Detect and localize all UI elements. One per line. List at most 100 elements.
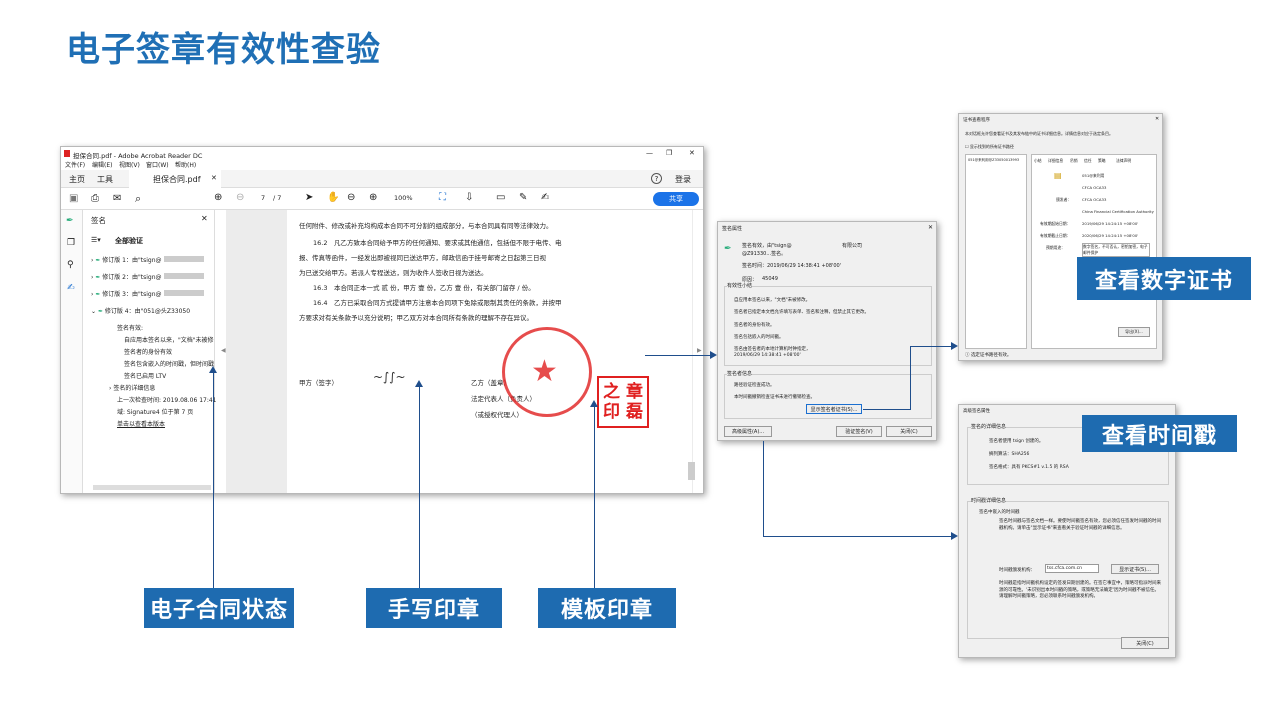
page-number[interactable]: 7	[261, 194, 266, 202]
sig-detail-heading: 签名的详细信息	[971, 423, 1007, 430]
login-link[interactable]: 登录	[675, 175, 691, 184]
collapse-panel-icon[interactable]: ◀	[221, 347, 226, 354]
page-down-icon[interactable]: ⊖	[236, 192, 245, 203]
cert-label: 查看数字证书	[1077, 257, 1251, 300]
tab-home[interactable]: 主页	[69, 175, 85, 184]
close-button[interactable]: 关闭(C)	[886, 426, 932, 437]
signature-panel-icon[interactable]: ✒	[66, 216, 74, 226]
verify-all-button[interactable]: 全部验证	[115, 237, 143, 245]
show-cert-button[interactable]: 显示签名者证书(S)...	[806, 404, 862, 414]
field-value: China Financial Certification Authority	[1082, 209, 1154, 214]
help-icon[interactable]: ?	[651, 173, 662, 184]
tab-trust[interactable]: 信任	[1084, 158, 1092, 163]
minimize-icon[interactable]: —	[646, 149, 653, 157]
select-tool-icon[interactable]: ➤	[305, 192, 314, 203]
zoom-in-icon[interactable]: ⊕	[369, 192, 378, 203]
sign-icon[interactable]: ✍	[541, 192, 550, 203]
timestamp-heading: 时间戳详细信息	[971, 497, 1007, 504]
summary-heading: 有效性小结	[727, 282, 753, 289]
issuer-label: 时间戳颁发机构：	[999, 568, 1035, 573]
certificate-icon: ▤	[1054, 171, 1062, 180]
acrobat-titlebar: 担保合同.pdf - Adobe Acrobat Reader DC — ❐ ✕	[61, 147, 703, 161]
handwrite-label: 手写印章	[366, 588, 502, 628]
cert-name: 051@来利用	[1082, 173, 1105, 178]
menu-view[interactable]: 视图(V)	[119, 162, 140, 169]
attachment-icon[interactable]: ⚲	[67, 260, 74, 270]
connector-line	[594, 406, 595, 588]
menu-edit[interactable]: 编辑(E)	[92, 162, 113, 169]
revision-item[interactable]: › ✒ 修订版 2：由"tsign@	[91, 272, 204, 281]
page-up-icon[interactable]: ⊕	[214, 192, 223, 203]
tab-close-icon[interactable]: ✕	[211, 174, 217, 182]
sig-detail: 签名者的身份有效	[124, 349, 173, 356]
tab-doc[interactable]	[129, 170, 221, 188]
revision-item[interactable]: ⌄ ✒ 修订版 4：由"051@头Z33050	[91, 308, 191, 315]
close-icon[interactable]: ✕	[1155, 116, 1160, 122]
connector-line	[645, 355, 711, 356]
tab-revocation[interactable]: 吊销	[1070, 158, 1078, 163]
sig-details-toggle[interactable]: › 签名的详细信息	[109, 385, 156, 392]
sig-detail: 签名已启用 LTV	[124, 373, 167, 380]
signatures-icon[interactable]: ✍	[67, 283, 75, 293]
close-icon[interactable]: ✕	[928, 224, 934, 231]
arrow-head	[951, 532, 958, 540]
close-icon[interactable]: ✕	[689, 149, 695, 157]
pages-icon[interactable]: ❐	[67, 238, 76, 248]
close-button[interactable]: 关闭(C)	[1121, 637, 1169, 649]
scroll-mode-icon[interactable]: ⇩	[465, 192, 474, 203]
panel-close-icon[interactable]: ✕	[201, 214, 208, 223]
comment-icon[interactable]: ▭	[496, 192, 506, 203]
mail-icon[interactable]: ✉	[113, 193, 122, 204]
tab-details[interactable]: 详细信息	[1048, 158, 1064, 163]
cert-path-item[interactable]: 051@来利用@Z33050013993	[968, 158, 1020, 162]
expand-right-icon[interactable]: ▶	[697, 347, 702, 354]
tab-policy[interactable]: 策略	[1098, 158, 1106, 163]
menu-window[interactable]: 窗口(W)	[146, 162, 169, 169]
revision-item[interactable]: › ✒ 修订版 3：由"tsign@	[91, 289, 204, 298]
revision-item[interactable]: › ✒ 修订版 1：由"tsign@	[91, 255, 204, 264]
doc-line: 报、传真等函件，一经发出即被视同已送达甲方，邮政信函于挂号邮寄之日起第三日视	[299, 254, 546, 262]
seal-star-icon: ★	[531, 354, 558, 389]
print-icon[interactable]: ⎙	[91, 193, 99, 204]
options-icon[interactable]: ☰▾	[91, 236, 101, 244]
hand-tool-icon[interactable]: ✋	[327, 192, 340, 203]
field-value: CFCA OCA33	[1082, 197, 1107, 202]
tab-tools[interactable]: 工具	[97, 175, 113, 184]
field-label: 预期用途：	[1046, 245, 1065, 250]
panel-scrollbar[interactable]	[93, 485, 211, 490]
sig-line: @Z91330...签名。	[742, 251, 787, 257]
save-icon[interactable]: ▣	[69, 193, 79, 204]
connector-line	[863, 409, 910, 410]
doc-line: 为已送交给甲方。若派人专程送达，则为收件人签收日视为送达。	[299, 269, 488, 277]
field-value: 数字签名，不可否认，密钥加密，电子邮件保护	[1082, 243, 1150, 257]
agent-label: （或授权代理人）	[471, 411, 523, 419]
zoom-search-icon[interactable]: ⌕	[135, 192, 142, 205]
advanced-props-button[interactable]: 高级属性(A)...	[724, 426, 772, 437]
connector-line	[213, 372, 214, 588]
dialog-title: 证书查看程序	[963, 118, 990, 123]
share-button[interactable]: 共享	[653, 192, 699, 206]
format-line: 签名格式：具有 PKCS#1 v.1.5 的 RSA	[989, 465, 1069, 470]
menu-file[interactable]: 文件(F)	[65, 162, 86, 169]
show-all-paths-checkbox[interactable]: ☐ 显示找到的所有证书路径	[965, 144, 1014, 149]
maximize-icon[interactable]: ❐	[666, 149, 673, 157]
sig-line: 签名有效，由"tsign@	[742, 243, 792, 249]
connector-line	[763, 536, 951, 537]
tab-legal[interactable]: 法律声明	[1116, 158, 1132, 163]
export-button[interactable]: 导出(X)...	[1118, 327, 1150, 337]
issuer-field[interactable]: tss.cfca.com.cn	[1045, 564, 1099, 573]
arrow-head	[209, 366, 217, 373]
highlight-icon[interactable]: ✎	[519, 192, 528, 203]
zoom-out-icon[interactable]: ⊖	[347, 192, 356, 203]
menu-help[interactable]: 帮助(H)	[175, 162, 197, 169]
tab-summary[interactable]: 小结	[1034, 158, 1042, 163]
show-cert-button[interactable]: 显示证书(S)...	[1111, 564, 1159, 574]
doc-scrollbar[interactable]	[688, 462, 695, 480]
view-version-link[interactable]: 单击以查看本版本	[117, 421, 166, 428]
verify-signature-button[interactable]: 验证签名(V)	[836, 426, 882, 437]
arrow-head	[415, 380, 423, 387]
zoom-level[interactable]: 100%	[394, 194, 413, 202]
fit-page-icon[interactable]: ⛶	[439, 192, 446, 203]
party-b-label: 乙方（盖章）	[471, 379, 510, 387]
dialog-title: 高级签名属性	[963, 409, 990, 414]
